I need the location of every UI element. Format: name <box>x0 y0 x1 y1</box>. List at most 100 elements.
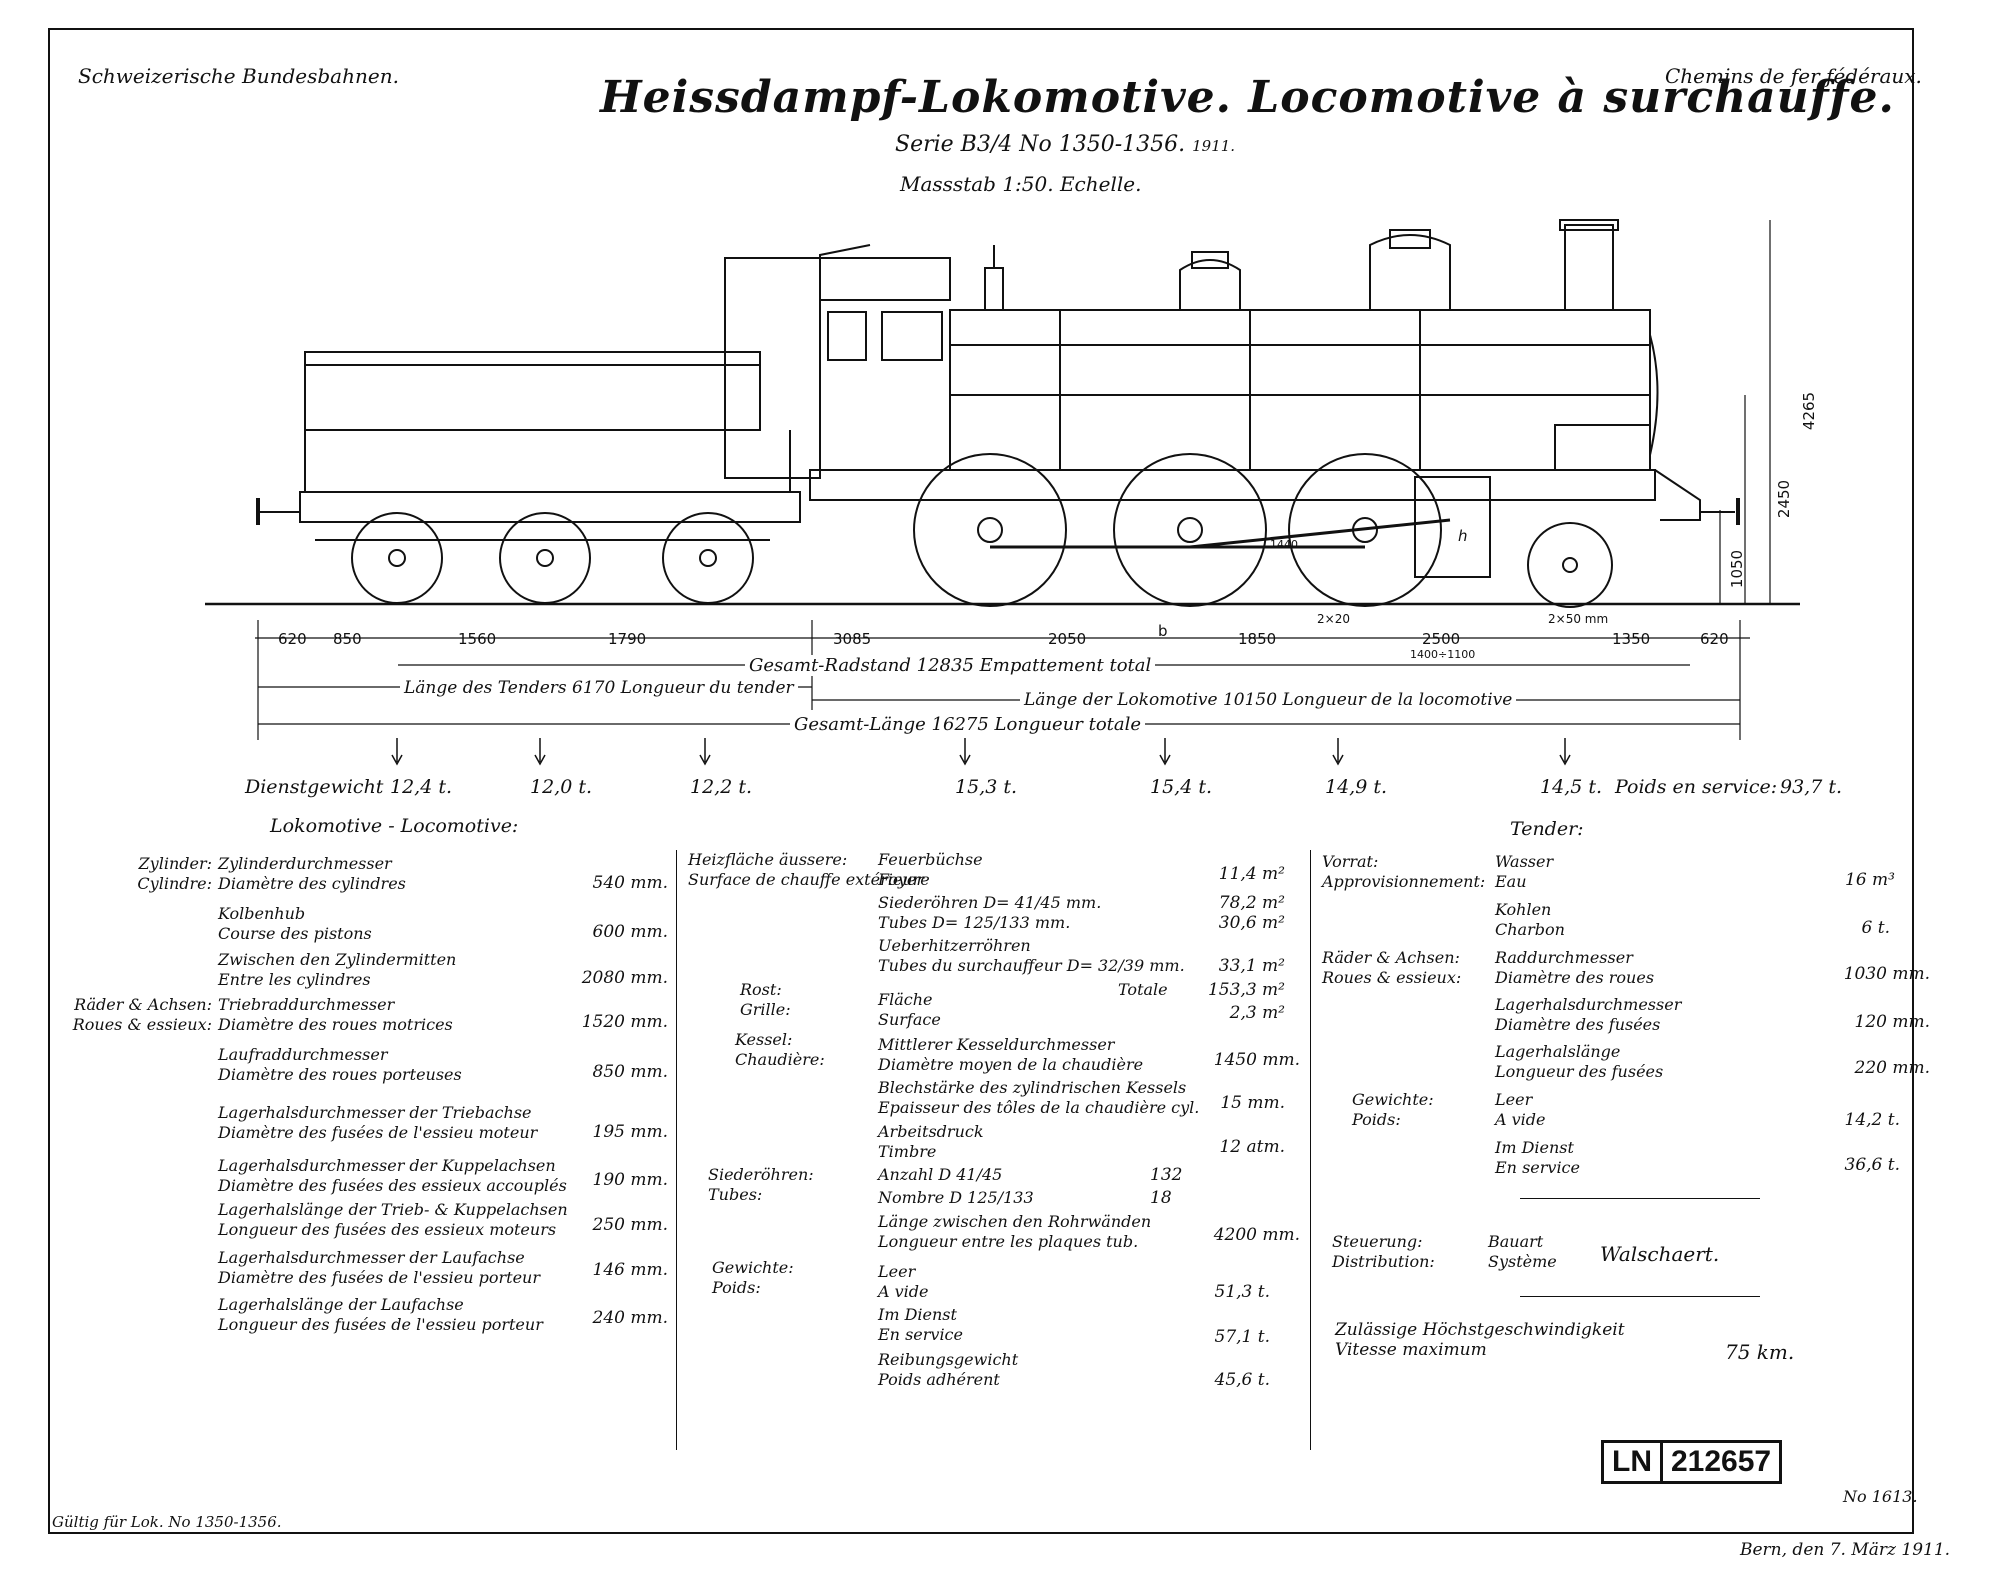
spec-row: Anzahl D 41/45 <box>878 1165 1003 1184</box>
spec-value: 1030 mm. <box>1843 964 1930 984</box>
spec-value: 146 mm. <box>592 1260 669 1280</box>
boiler-fittings <box>984 219 1619 311</box>
spec-value: 6 t. <box>1861 918 1890 938</box>
group-label: Rost:Grille: <box>740 980 791 1019</box>
spec-value: 2080 mm. <box>581 968 668 988</box>
spec-value: 4200 mm. <box>1213 1225 1300 1245</box>
spec-value: 18 <box>1150 1188 1172 1208</box>
group-label: Kessel:Chaudière: <box>735 1030 825 1069</box>
spec-value: 78,2 m² <box>1218 893 1285 913</box>
header-left: Schweizerische Bundesbahnen. <box>78 64 399 88</box>
place-date: Bern, den 7. März 1911. <box>1740 1540 1951 1560</box>
spec-row: Siederöhren D= 41/45 mm. <box>878 893 1102 912</box>
height-total-label: 4265 <box>1800 391 1819 431</box>
cab-marker-label: b <box>1158 622 1168 640</box>
loco-length-label: Länge der Lokomotive 10150 Longueur de l… <box>1020 690 1517 710</box>
group-label: Zylinder:Cylindre: <box>137 854 212 893</box>
height-boiler-label: 2450 <box>1775 479 1794 519</box>
axle-weight: 12,4 t. <box>390 776 453 798</box>
axle-weight: 14,5 t. <box>1540 776 1603 798</box>
group-label: Vorrat:Approvisionnement: <box>1322 852 1486 891</box>
smoke-box-label: h <box>1458 527 1468 545</box>
spec-value: 190 mm. <box>592 1170 669 1190</box>
tender-heading: Tender: <box>1510 818 1584 840</box>
axle-weight: 12,2 t. <box>690 776 753 798</box>
axle-weight: 14,9 t. <box>1325 776 1388 798</box>
separator <box>1520 1198 1760 1199</box>
group-label: Steuerung:Distribution: <box>1332 1232 1435 1271</box>
spec-row: Tubes D= 125/133 mm. <box>878 913 1071 932</box>
column-divider <box>1310 850 1311 1450</box>
spec-value: 132 <box>1150 1165 1183 1185</box>
dim-segment: 850 <box>333 630 362 648</box>
spec-row: Nombre D 125/133 <box>878 1188 1034 1207</box>
spec-value: 51,3 t. <box>1214 1282 1271 1302</box>
spec-value: 1520 mm. <box>581 1012 668 1032</box>
height-buffer-label: 1050 <box>1728 549 1747 589</box>
spec-value: 120 mm. <box>1854 1012 1931 1032</box>
spec-value: 195 mm. <box>592 1122 669 1142</box>
page-title: Heissdampf-Lokomotive. Locomotive à surc… <box>600 72 1895 123</box>
group-label: Räder & Achsen:Roues & essieux: <box>72 995 212 1034</box>
spec-value: 12 atm. <box>1219 1137 1285 1157</box>
spec-value: 11,4 m² <box>1218 864 1285 884</box>
spec-value: 540 mm. <box>592 873 669 893</box>
spec-value: 240 mm. <box>592 1308 669 1328</box>
spec-row: Lagerhalslänge der Trieb- & Kuppelachsen… <box>218 1200 568 1239</box>
dim-segment: 2050 <box>1048 630 1087 648</box>
spec-row: Totale <box>1118 980 1168 999</box>
serie-label: Serie B3/4 No 1350-1356. 1911. <box>895 132 1236 157</box>
dim-segment: 1560 <box>458 630 497 648</box>
dim-note: 1400÷1100 <box>1410 648 1476 661</box>
spec-value: 14,2 t. <box>1844 1110 1901 1130</box>
loco-heading: Lokomotive - Locomotive: <box>270 815 519 837</box>
group-label: Räder & Achsen:Roues & essieux: <box>1322 948 1462 987</box>
column-divider <box>676 850 677 1450</box>
spec-value: 15 mm. <box>1220 1093 1285 1113</box>
spec-value: 16 m³ <box>1845 870 1895 890</box>
tender-body <box>256 351 801 525</box>
dim-segment: 3085 <box>833 630 872 648</box>
spec-value: 1450 mm. <box>1213 1050 1300 1070</box>
axle-weight: 12,0 t. <box>530 776 593 798</box>
loco-frame <box>809 469 1740 578</box>
tender-wheels <box>315 512 770 604</box>
scale-label: Massstab 1:50. Echelle. <box>900 172 1142 196</box>
dim-segment: 620 <box>1700 630 1729 648</box>
max-speed-value: 75 km. <box>1725 1340 1795 1364</box>
dim-lead-offset-2: 2×50 mm <box>1548 612 1609 626</box>
axle-weight: 15,3 t. <box>955 776 1018 798</box>
spec-value: 600 mm. <box>592 922 669 942</box>
height-dimensions <box>1719 220 1771 604</box>
spec-value: 33,1 m² <box>1218 956 1285 976</box>
spec-value: 220 mm. <box>1854 1058 1931 1078</box>
group-label: Gewichte:Poids: <box>1352 1090 1434 1129</box>
axle-load-arrows <box>391 738 1571 766</box>
total-weight-value: 93,7 t. <box>1780 776 1843 798</box>
service-weight-label: Dienstgewicht <box>245 776 384 798</box>
spec-value: 45,6 t. <box>1214 1370 1271 1390</box>
spec-value: 153,3 m² <box>1207 980 1285 1000</box>
validity-note: Gültig für Lok. No 1350-1356. <box>52 1513 282 1531</box>
group-label: Siederöhren:Tubes: <box>708 1165 814 1204</box>
